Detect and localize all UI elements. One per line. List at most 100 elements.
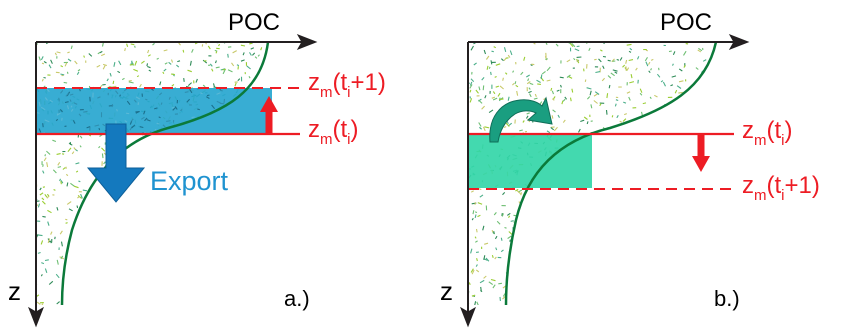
poc-particle (251, 216, 257, 220)
poc-particle (181, 225, 184, 229)
poc-particle (533, 42, 536, 45)
poc-particle (109, 72, 112, 77)
poc-particle (711, 75, 716, 77)
poc-particle (148, 69, 152, 72)
poc-particle (41, 62, 45, 65)
poc-particle (594, 298, 597, 301)
poc-particle (541, 286, 547, 289)
poc-particle (152, 222, 156, 225)
poc-particle (126, 259, 130, 263)
poc-particle (672, 51, 676, 56)
poc-particle (521, 277, 526, 282)
poc-particle (231, 195, 234, 199)
poc-particle (50, 231, 53, 235)
poc-particle (646, 279, 649, 284)
poc-particle (150, 231, 154, 235)
poc-particle (679, 258, 683, 261)
poc-particle (546, 130, 551, 134)
poc-particle (146, 209, 151, 215)
poc-particle (83, 110, 88, 113)
poc-particle (681, 236, 686, 240)
poc-particle (159, 81, 162, 86)
poc-particle (529, 93, 532, 98)
poc-particle (100, 196, 106, 200)
poc-particle (60, 180, 64, 184)
poc-particle (69, 99, 72, 102)
poc-particle (534, 294, 538, 299)
poc-particle (677, 121, 680, 125)
poc-particle (556, 89, 560, 92)
poc-particle (485, 257, 490, 262)
poc-particle (159, 161, 163, 164)
poc-particle (535, 247, 539, 253)
poc-particle (715, 59, 716, 64)
poc-particle (630, 147, 633, 150)
poc-particle (116, 248, 120, 253)
poc-particle (595, 71, 601, 74)
poc-particle (502, 77, 504, 81)
poc-particle (202, 244, 206, 248)
poc-particle (523, 197, 526, 202)
poc-particle (675, 122, 680, 124)
poc-particle (206, 138, 211, 143)
poc-particle (552, 109, 556, 113)
poc-particle (133, 99, 137, 103)
poc-particle (696, 94, 701, 97)
poc-particle (238, 225, 241, 228)
poc-particle (655, 218, 659, 222)
poc-particle (226, 150, 230, 156)
poc-particle (139, 224, 145, 229)
poc-particle (594, 58, 597, 61)
poc-particle (552, 98, 555, 101)
poc-particle (680, 168, 684, 172)
poc-particle (711, 68, 714, 73)
poc-particle (527, 231, 532, 235)
poc-particle (147, 65, 151, 69)
poc-particle (181, 155, 184, 157)
poc-particle (42, 123, 44, 128)
poc-particle (569, 253, 572, 257)
poc-particle (614, 103, 617, 107)
poc-particle (72, 262, 76, 267)
poc-particle (60, 255, 64, 260)
poc-particle (247, 164, 250, 168)
poc-particle (556, 290, 560, 293)
poc-particle (475, 269, 480, 273)
poc-particle (56, 207, 59, 211)
poc-particle (665, 293, 669, 297)
poc-particle (661, 262, 664, 265)
poc-particle (655, 279, 658, 283)
poc-particle (614, 71, 618, 74)
poc-particle (629, 167, 633, 171)
poc-particle (125, 198, 129, 202)
poc-particle (182, 290, 186, 293)
poc-particle (500, 249, 504, 253)
poc-particle (616, 115, 619, 119)
poc-particle (44, 154, 47, 157)
poc-particle (133, 217, 137, 221)
poc-particle (92, 288, 96, 292)
poc-particle (119, 213, 123, 218)
poc-particle (526, 81, 531, 85)
poc-particle (41, 197, 45, 201)
poc-particle (88, 209, 92, 213)
poc-particle (264, 186, 267, 190)
poc-particle (548, 251, 553, 254)
poc-particle (480, 289, 483, 293)
poc-particle (482, 85, 485, 91)
poc-particle (46, 193, 50, 197)
poc-particle (610, 260, 614, 265)
poc-particle (65, 92, 69, 97)
poc-particle (598, 171, 602, 177)
poc-particle (40, 106, 46, 111)
poc-particle (671, 168, 675, 171)
poc-particle (246, 65, 251, 70)
poc-particle (41, 78, 44, 82)
poc-particle (71, 277, 75, 280)
poc-particle (690, 106, 693, 109)
poc-particle (561, 100, 564, 105)
poc-particle (60, 73, 65, 76)
poc-particle (662, 114, 666, 117)
poc-particle (602, 146, 606, 150)
poc-particle (622, 161, 626, 164)
